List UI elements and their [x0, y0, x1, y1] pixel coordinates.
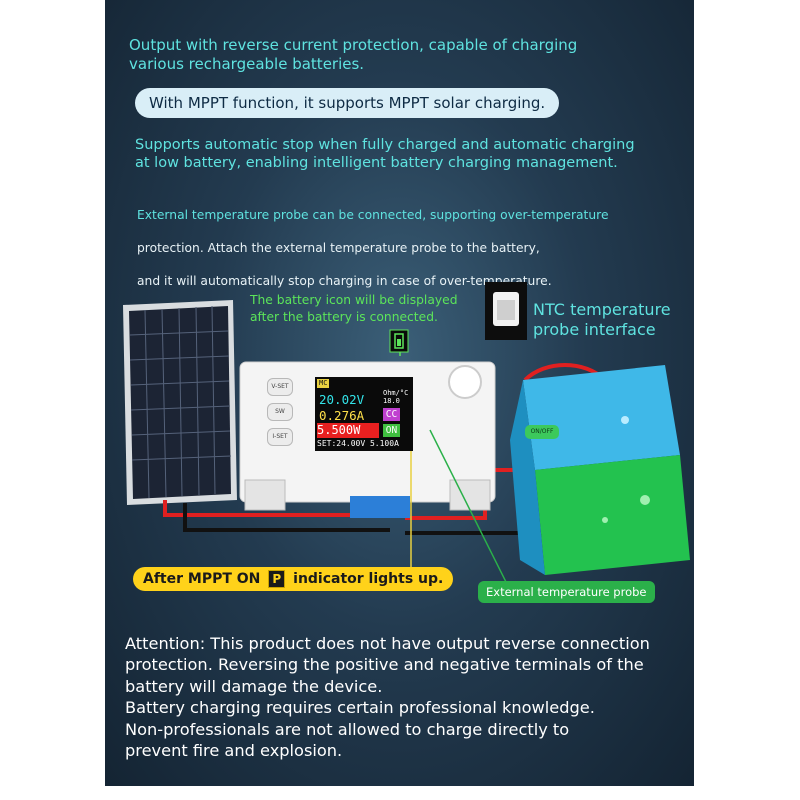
ntc-interface-label: NTC temperature probe interface [533, 300, 671, 339]
current-readout: 0.276A [319, 408, 365, 423]
voltage-readout: 20.02V [319, 392, 365, 407]
temp-probe-line-2: protection. Attach the external temperat… [137, 240, 540, 255]
sw-button[interactable]: SW [267, 403, 293, 421]
power-module-body [239, 361, 496, 518]
on-off-button[interactable]: ON/OFF [525, 425, 559, 439]
mppt-p-icon: P [268, 570, 286, 588]
battery-block-icon [510, 365, 690, 575]
temperature-readout: Ohm/°C 18.0 [383, 389, 409, 405]
cc-badge: CC [383, 408, 400, 421]
headline-temp-probe: External temperature probe can be connec… [137, 190, 609, 290]
mode-badge: MC [317, 379, 330, 388]
solar-panel-icon [123, 300, 237, 505]
headline-reverse-current: Output with reverse current protection, … [129, 36, 578, 73]
attention-warning: Attention: This product does not have ou… [125, 634, 650, 760]
mppt-note-before: After MPPT ON [143, 571, 261, 587]
temp-probe-line-1: External temperature probe can be connec… [137, 207, 609, 222]
mppt-indicator-note: After MPPT ON P indicator lights up. [133, 567, 454, 591]
setpoint-readout: SET:24.00V 5.100A [317, 439, 399, 448]
power-readout: 5.500W [317, 423, 379, 438]
v-set-button[interactable]: V-SET [267, 378, 293, 396]
battery-icon-note: The battery icon will be displayed after… [250, 293, 458, 324]
external-probe-label: External temperature probe [478, 581, 655, 603]
battery-indicator-icon [389, 329, 409, 353]
mppt-note-after: indicator lights up. [293, 571, 444, 587]
product-poster: Output with reverse current protection, … [105, 0, 694, 786]
product-illustration [123, 282, 690, 591]
headline-auto-stop: Supports automatic stop when fully charg… [135, 137, 635, 172]
ntc-probe-icon [485, 282, 527, 340]
device-display: MC Ohm/°C 18.0 20.02V 0.276A CC 5.500W O… [315, 377, 413, 451]
headline-mppt-pill: With MPPT function, it supports MPPT sol… [135, 88, 560, 118]
i-set-button[interactable]: I-SET [267, 428, 293, 446]
on-badge: ON [383, 424, 400, 437]
